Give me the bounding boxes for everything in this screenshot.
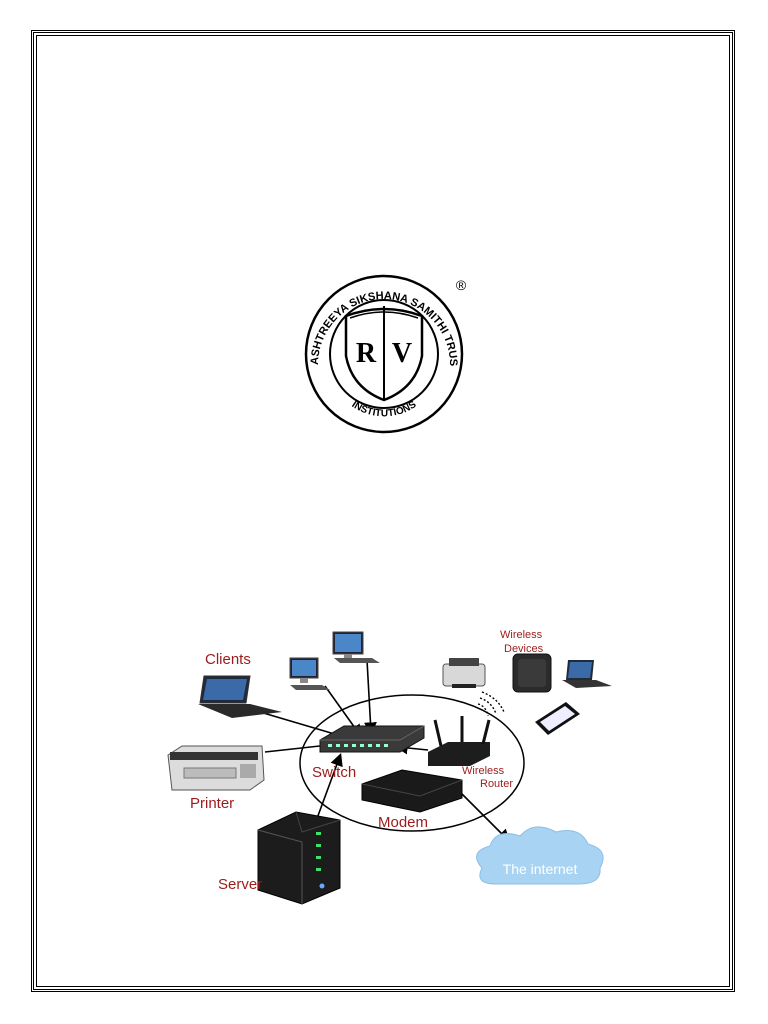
wireless-signal-icon [477, 691, 505, 717]
internet-cloud-icon [476, 826, 604, 885]
label-server: Server [218, 876, 262, 893]
network-boundary [299, 694, 525, 832]
page-border-inner [36, 35, 730, 987]
label-wireless-devices-line1: Wireless [500, 629, 543, 641]
desktop-client-icon [289, 657, 330, 690]
label-wireless-router-line1: Wireless [462, 765, 505, 777]
wireless-router-icon [428, 716, 491, 766]
rv-logo: RASHTREEYA SIKSHANA SAMITHI TRUST INSTIT… [0, 0, 467, 434]
wireless-printer-icon [442, 658, 486, 688]
label-switch: Switch [312, 764, 356, 781]
wireless-laptop-icon [562, 660, 612, 688]
page-border-outer [31, 30, 735, 992]
wireless-speaker-icon [512, 653, 552, 693]
printer-icon [167, 745, 265, 791]
label-wireless-router-line2: Router [480, 778, 513, 790]
network-switch-icon [319, 725, 425, 753]
desktop-client-icon-2 [332, 631, 380, 663]
server-icon [257, 811, 341, 905]
label-printer: Printer [190, 795, 234, 812]
network-diagram: Clients Wireless Devices Switch Wireless… [167, 629, 612, 905]
logo-monogram-v: V [392, 338, 412, 369]
smartphone-icon [535, 702, 580, 735]
modem-icon [361, 769, 463, 813]
logo-bottom-text: INSTITUTIONS [350, 399, 419, 419]
laptop-client-icon [198, 675, 282, 718]
label-clients: Clients [205, 651, 251, 668]
label-modem: Modem [378, 814, 428, 831]
label-internet: The internet [503, 861, 578, 877]
label-wireless-devices-line2: Devices [504, 643, 544, 655]
logo-monogram-r: R [356, 338, 377, 369]
registered-mark: ® [456, 277, 467, 293]
